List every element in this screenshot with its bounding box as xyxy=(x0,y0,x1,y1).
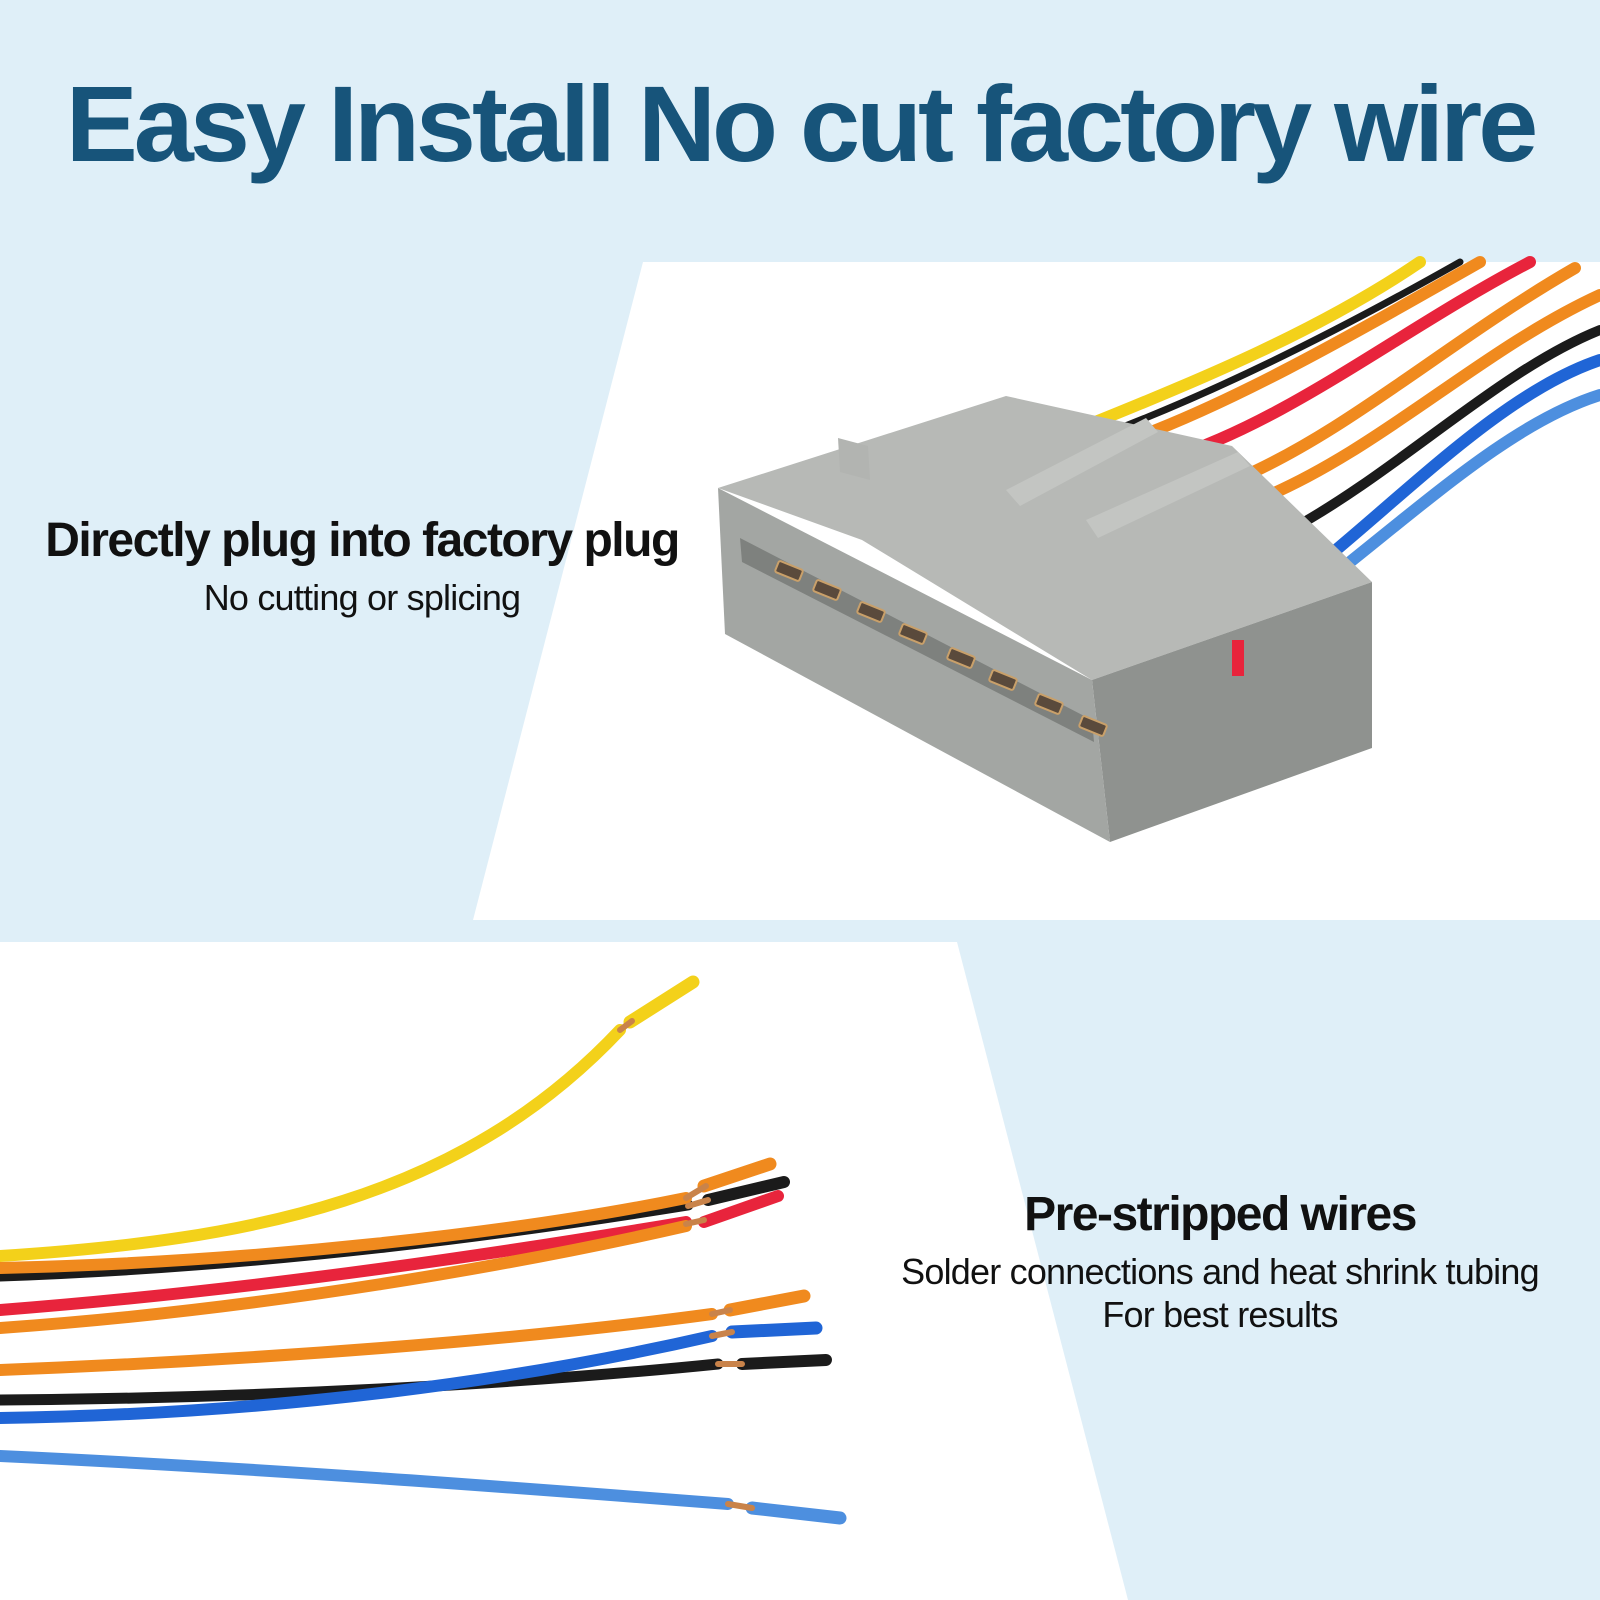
black-wire xyxy=(1285,325,1600,535)
pin xyxy=(774,560,804,582)
feature-plug-subtitle: No cutting or splicing xyxy=(203,576,521,618)
stripped-wires xyxy=(0,975,847,1525)
orange-wire xyxy=(0,1192,692,1274)
yellow-wire xyxy=(1082,256,1426,431)
blue-wire xyxy=(0,1330,718,1424)
headline: Easy Install No cut factory wire xyxy=(65,63,1539,184)
feature-wires-subtitle-line1: Solder connections and heat shrink tubin… xyxy=(901,1250,1539,1292)
black-wire-end xyxy=(736,1354,832,1370)
copper-strand xyxy=(617,1018,635,1033)
light-blue-wire xyxy=(1344,389,1600,568)
pin xyxy=(946,647,976,669)
orange-wire-2 xyxy=(1234,262,1581,484)
pin xyxy=(988,669,1018,691)
copper-strand xyxy=(725,1501,755,1511)
feature-wires-title: Pre-stripped wires xyxy=(1024,1188,1417,1241)
copper-strand xyxy=(683,1183,711,1227)
feature-wires-caption: Pre-stripped wires Solder connections an… xyxy=(870,1186,1570,1336)
pin xyxy=(1034,693,1064,715)
feature-plug-title: Directly plug into factory plug xyxy=(45,514,680,567)
copper-strand xyxy=(709,1329,745,1367)
pin xyxy=(898,623,928,645)
feature-wires-subtitle-line2: For best results xyxy=(1102,1293,1338,1335)
light-blue-wire xyxy=(0,1450,734,1510)
connector-wires xyxy=(1082,256,1600,568)
pin xyxy=(1078,715,1108,737)
red-wire xyxy=(0,1216,692,1316)
pin xyxy=(812,579,842,601)
orange-wire xyxy=(0,1220,692,1334)
pin xyxy=(856,601,886,623)
wiring-harness-connector xyxy=(718,396,1372,842)
red-lock-tab xyxy=(1232,640,1244,676)
black-wire-end xyxy=(702,1176,790,1206)
yellow-wire xyxy=(0,1024,626,1262)
orange-wire-3 xyxy=(1252,289,1600,506)
light-blue-wire-end xyxy=(745,1501,847,1525)
yellow-wire-end xyxy=(623,975,700,1029)
latch-tab-center xyxy=(1006,418,1158,506)
blue-wire-end xyxy=(725,1321,823,1339)
black-stripe-wire xyxy=(1106,258,1464,436)
bottom-image-panel xyxy=(0,942,1128,1600)
orange-wire-1 xyxy=(1124,256,1486,446)
latch-tab-right xyxy=(1086,452,1250,538)
copper-strand xyxy=(709,1307,733,1317)
connector-right-face xyxy=(1092,582,1372,842)
latch-tab-left xyxy=(838,438,870,480)
red-wire-end xyxy=(698,1190,784,1228)
feature-plug-caption: Directly plug into factory plug No cutti… xyxy=(22,512,702,619)
red-wire xyxy=(1164,256,1536,464)
blue-wire xyxy=(1324,354,1600,561)
orange-wire-end xyxy=(723,1289,811,1317)
connector-pins xyxy=(774,560,1108,737)
orange-wire xyxy=(0,1308,718,1376)
connector-front-face xyxy=(718,488,1110,842)
orange-wire-end xyxy=(697,1157,777,1193)
